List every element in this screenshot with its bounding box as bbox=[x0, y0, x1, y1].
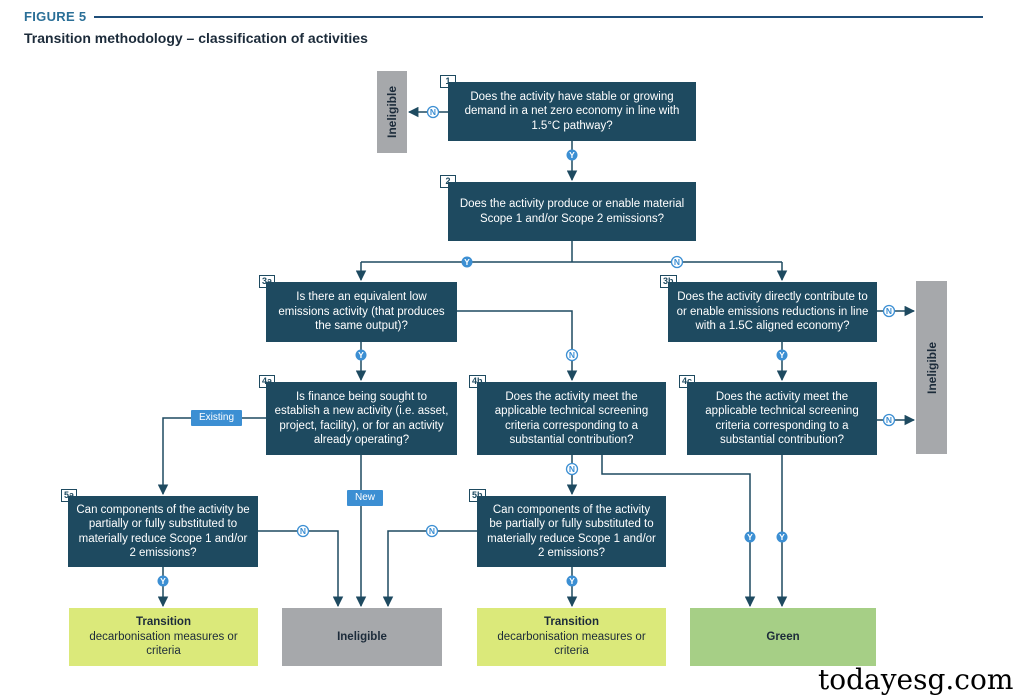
question-4a: Is finance being sought to establish a n… bbox=[266, 382, 457, 455]
figure-label: FIGURE 5 bbox=[24, 9, 87, 24]
question-1-text: Does the activity have stable or growing… bbox=[464, 90, 680, 132]
connector-5b-ineligible bbox=[382, 530, 477, 608]
question-5a: Can components of the activity be partia… bbox=[68, 496, 258, 567]
question-1: Does the activity have stable or growing… bbox=[448, 82, 696, 141]
question-4b: Does the activity meet the applicable te… bbox=[477, 382, 666, 455]
svg-text:N: N bbox=[569, 464, 575, 474]
badge-y-q5a: Y bbox=[157, 575, 169, 587]
badge-y-q5b: Y bbox=[566, 575, 578, 587]
svg-text:Y: Y bbox=[569, 576, 575, 586]
svg-text:Y: Y bbox=[569, 150, 575, 160]
question-4c: Does the activity meet the applicable te… bbox=[687, 382, 877, 455]
svg-text:N: N bbox=[569, 350, 575, 360]
badge-n-q4c: N bbox=[882, 413, 896, 427]
badge-n-q3b: N bbox=[882, 304, 896, 318]
badge-y-q3a: Y bbox=[355, 349, 367, 361]
svg-text:Y: Y bbox=[779, 350, 785, 360]
outcome-transition-b: Transition decarbonisation measures or c… bbox=[477, 608, 666, 666]
badge-n-q3a: N bbox=[565, 348, 579, 362]
svg-text:N: N bbox=[429, 526, 435, 536]
connector-3a-4b bbox=[457, 310, 578, 382]
ineligible-top-label: Ineligible bbox=[385, 85, 400, 139]
question-2: Does the activity produce or enable mate… bbox=[448, 182, 696, 241]
badge-y-q4b: Y bbox=[744, 531, 756, 543]
connector-4a-5a bbox=[157, 417, 266, 496]
outcome-transition-b-sub: decarbonisation measures or criteria bbox=[497, 630, 646, 658]
outcome-transition-a: Transition decarbonisation measures or c… bbox=[69, 608, 258, 666]
question-4a-text: Is finance being sought to establish a n… bbox=[274, 390, 449, 447]
question-3b: Does the activity directly contribute to… bbox=[668, 282, 877, 342]
question-2-text: Does the activity produce or enable mate… bbox=[459, 198, 685, 225]
outcome-transition-a-sub: decarbonisation measures or criteria bbox=[89, 630, 238, 658]
svg-text:N: N bbox=[886, 306, 892, 316]
question-3b-text: Does the activity directly contribute to… bbox=[676, 291, 869, 333]
figure-title: Transition methodology – classification … bbox=[24, 30, 368, 46]
badge-y-q2: Y bbox=[461, 256, 473, 268]
ineligible-top-box: Ineligible bbox=[377, 71, 407, 153]
badge-y-q4c: Y bbox=[776, 531, 788, 543]
badge-y-q3b: Y bbox=[776, 349, 788, 361]
badge-n-q5a: N bbox=[296, 524, 310, 538]
badge-y-q1: Y bbox=[566, 149, 578, 161]
svg-text:Y: Y bbox=[779, 532, 785, 542]
ineligible-right-box: Ineligible bbox=[916, 281, 947, 454]
outcome-transition-b-title: Transition bbox=[544, 616, 599, 629]
question-3a-text: Is there an equivalent low emissions act… bbox=[278, 291, 445, 333]
badge-n-q1: N bbox=[426, 105, 440, 119]
svg-text:Y: Y bbox=[160, 576, 166, 586]
figure-rule bbox=[94, 16, 983, 18]
question-5b-text: Can components of the activity be partia… bbox=[487, 503, 656, 560]
outcome-green-label: Green bbox=[766, 630, 800, 643]
outcome-green: Green bbox=[690, 608, 876, 666]
badge-n-q4b: N bbox=[565, 462, 579, 476]
svg-text:Y: Y bbox=[358, 350, 364, 360]
badge-n-q2: N bbox=[670, 255, 684, 269]
badge-n-q5b: N bbox=[425, 524, 439, 538]
tag-new: New bbox=[347, 490, 384, 506]
question-5b: Can components of the activity be partia… bbox=[477, 496, 666, 567]
tag-existing: Existing bbox=[191, 410, 243, 426]
svg-text:N: N bbox=[300, 526, 306, 536]
question-3a: Is there an equivalent low emissions act… bbox=[266, 282, 457, 342]
question-5a-text: Can components of the activity be partia… bbox=[76, 503, 250, 560]
outcome-ineligible-label: Ineligible bbox=[337, 630, 387, 643]
question-4c-text: Does the activity meet the applicable te… bbox=[705, 390, 859, 447]
svg-text:N: N bbox=[674, 257, 680, 267]
connector-5a-ineligible bbox=[258, 530, 344, 608]
ineligible-right-label: Ineligible bbox=[924, 341, 939, 394]
svg-text:Y: Y bbox=[464, 257, 470, 267]
outcome-transition-a-title: Transition bbox=[136, 616, 191, 629]
svg-text:Y: Y bbox=[747, 532, 753, 542]
watermark-text: todayesg.com bbox=[818, 663, 1014, 696]
outcome-ineligible: Ineligible bbox=[282, 608, 442, 666]
svg-text:N: N bbox=[886, 415, 892, 425]
question-4b-text: Does the activity meet the applicable te… bbox=[494, 390, 649, 447]
svg-text:N: N bbox=[430, 107, 436, 117]
